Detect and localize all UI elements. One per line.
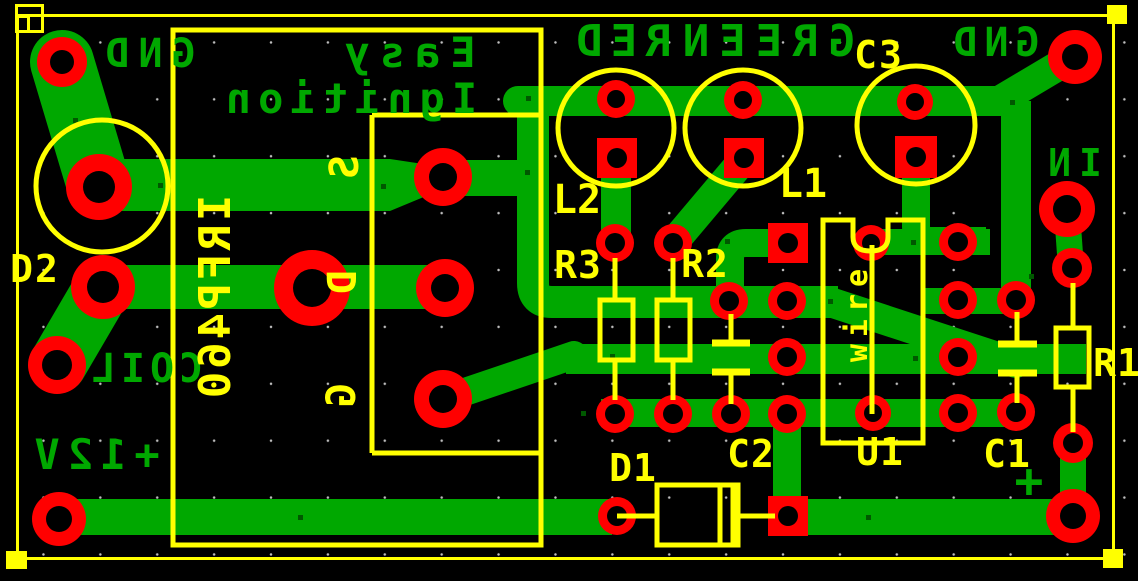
label-plus-12v: +12V — [26, 429, 160, 479]
resistor-r1-symbol[interactable] — [1053, 283, 1092, 432]
label-pin-source: S — [322, 154, 368, 180]
trace-vertical-elbow[interactable] — [517, 93, 838, 318]
cap-c3-outline[interactable] — [854, 63, 978, 187]
trace-square-elbow[interactable] — [716, 229, 786, 301]
label-d2: D2 — [10, 247, 60, 291]
label-c3: C3 — [854, 33, 904, 77]
label-pin-gate: G — [319, 382, 365, 408]
label-r1: R1 — [1093, 341, 1138, 385]
capacitor-c1-symbol[interactable] — [998, 312, 1037, 403]
label-u1: U1 — [856, 429, 904, 474]
label-easy: Easy — [334, 28, 476, 77]
drill-holes — [42, 44, 1088, 532]
label-gnd-top-left: GND — [96, 31, 196, 77]
mosfet-outline[interactable] — [170, 27, 544, 548]
led-l2-outline[interactable] — [555, 67, 677, 189]
silkscreen[interactable] — [6, 4, 1127, 569]
capacitor-c2-symbol[interactable] — [712, 314, 750, 404]
diode-d1-symbol[interactable] — [617, 482, 775, 548]
through-hole-pads[interactable] — [28, 30, 1102, 546]
label-irfp460: IRFP460 — [190, 194, 241, 402]
label-wire: wire — [840, 261, 875, 363]
label-red-led: RED — [568, 16, 672, 67]
led-l1-outline[interactable] — [682, 67, 804, 189]
label-pin-drain: D — [320, 269, 366, 295]
label-r3: R3 — [554, 243, 602, 287]
label-l1: L1 — [778, 161, 828, 207]
label-gnd-top-right: GND — [946, 20, 1040, 66]
label-l2: L2 — [552, 177, 602, 223]
label-c1: C1 — [983, 431, 1031, 476]
corner-marker-bottom-left — [6, 551, 27, 569]
copper-grid-dots — [73, 96, 1034, 520]
label-c1-polarity: + — [1014, 453, 1044, 509]
label-green-led: GREEN — [672, 16, 856, 67]
resistor-r3-symbol[interactable] — [597, 258, 636, 400]
resistor-r2-symbol[interactable] — [654, 258, 693, 400]
corner-marker-top-right — [1107, 5, 1127, 24]
trace-source-band[interactable] — [103, 159, 443, 211]
label-c2: C2 — [727, 431, 775, 476]
label-d1: D1 — [609, 446, 657, 490]
label-in: IN — [1040, 140, 1102, 185]
board-outline — [6, 4, 1127, 569]
diode-d2-outline[interactable] — [33, 117, 171, 255]
corner-marker-bottom-right — [1103, 549, 1123, 568]
label-r2: R2 — [681, 242, 729, 286]
label-coil: COIL — [86, 346, 204, 392]
label-ignition: Ignition — [218, 74, 478, 123]
